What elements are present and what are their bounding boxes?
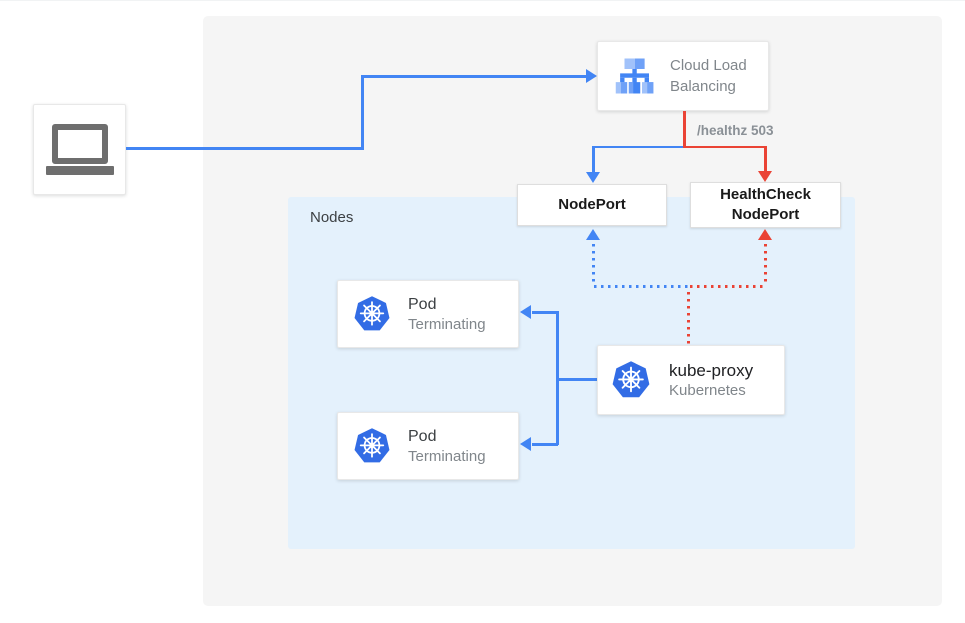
pod2-arrowhead: [520, 437, 531, 451]
pod2-status: Terminating: [408, 447, 486, 465]
healthcheck-nodeport-label-line2: NodePort: [731, 206, 800, 223]
client-to-lb-line-h1: [126, 147, 363, 150]
pod1-status: Terminating: [408, 315, 486, 333]
nodeport-arrowhead: [586, 172, 600, 183]
dotted-healthcheck-arrowhead: [758, 229, 772, 240]
pod1-title: Pod: [408, 295, 437, 313]
dotted-to-nodeport-line-v: [592, 244, 595, 286]
dotted-to-healthcheck-line-h: [690, 285, 767, 288]
kubernetes-icon: [354, 296, 390, 331]
split-to-nodeport-line-h: [592, 145, 685, 148]
split-to-healthcheck-line-h: [683, 145, 767, 148]
kubeproxy-to-pods-line-v: [556, 311, 559, 445]
to-pod1-line-h: [532, 311, 558, 314]
dotted-nodeport-arrowhead: [586, 229, 600, 240]
pod1-arrowhead: [520, 305, 531, 319]
client-to-lb-arrowhead: [586, 69, 597, 83]
client-to-lb-line-h2: [361, 75, 587, 78]
kube-proxy-subtitle: Kubernetes: [669, 381, 746, 399]
pod1-box: Pod Terminating: [337, 280, 519, 348]
pod2-box: Pod Terminating: [337, 412, 519, 480]
dotted-to-healthcheck-line-v: [764, 244, 767, 286]
pod2-title: Pod: [408, 427, 437, 445]
split-to-nodeport-line-v: [592, 146, 595, 173]
dotted-to-nodeport-line-h: [594, 285, 688, 288]
healthcheck-arrowhead: [758, 171, 772, 182]
healthz-annotation: /healthz 503: [697, 123, 774, 138]
nodeport-label: NodePort: [558, 196, 626, 213]
nodeport-box: NodePort: [517, 184, 667, 226]
kube-proxy-box: kube-proxy Kubernetes: [597, 345, 785, 415]
nodes-label: Nodes: [310, 209, 354, 226]
healthcheck-nodeport-box: HealthCheck NodePort: [690, 182, 841, 228]
cloud-load-balancing-box: Cloud Load Balancing: [597, 41, 769, 111]
kubeproxy-to-pods-line-h: [556, 378, 597, 381]
kubernetes-icon: [354, 428, 390, 463]
split-to-healthcheck-line-v: [764, 146, 767, 172]
to-pod2-line-h: [532, 443, 558, 446]
kubeproxy-up-dotted-line: [687, 292, 690, 345]
cloud-load-balancing-label: Cloud Load Balancing: [670, 57, 747, 95]
client-device-box: [33, 104, 126, 195]
cloud-load-balancing-icon: [615, 58, 654, 94]
lb-healthcheck-line-v: [683, 111, 686, 148]
healthcheck-nodeport-label-line1: HealthCheck: [720, 186, 811, 203]
laptop-icon: [45, 124, 114, 175]
client-to-lb-line-v: [361, 75, 364, 150]
kube-proxy-title: kube-proxy: [669, 360, 754, 380]
kubernetes-icon: [612, 361, 650, 398]
